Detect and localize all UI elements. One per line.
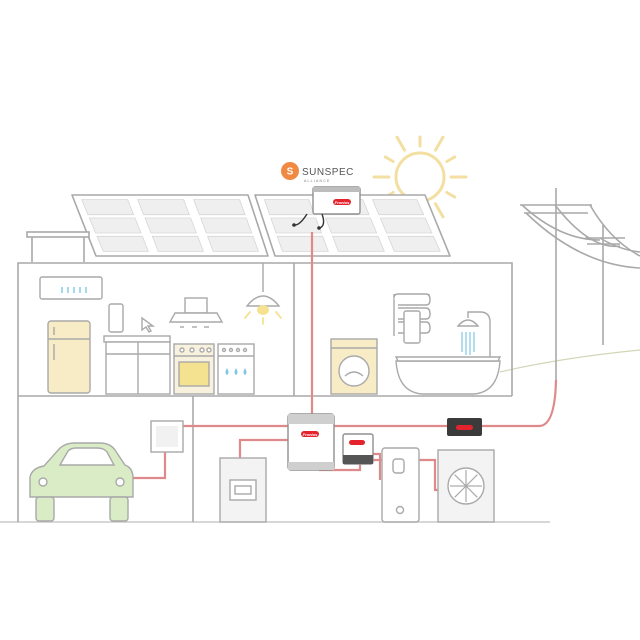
grid-meter [447, 418, 482, 436]
panel-cell [144, 217, 197, 234]
panel-cell [81, 199, 135, 216]
brand-badge [349, 440, 365, 445]
panel-cell [276, 235, 329, 252]
air-conditioner [39, 276, 103, 300]
water-heater [381, 447, 420, 523]
smart-meter [342, 433, 374, 465]
svg-text:S: S [287, 167, 294, 178]
sun-ray [445, 191, 457, 199]
sunspec-logo-tagline: ALLIANCE [304, 179, 331, 183]
panel-cell [88, 217, 142, 234]
fan-blade [454, 474, 467, 487]
sun-ray [445, 155, 457, 163]
laptop [108, 303, 156, 333]
roof-microinverter: Fronius [292, 186, 361, 230]
car-icon [29, 442, 134, 522]
panel-cell [324, 217, 378, 234]
panel-cell [371, 199, 425, 216]
panel-cell [332, 235, 385, 252]
house-outline [17, 262, 513, 522]
sun-ray [383, 155, 395, 163]
sun-ray [434, 135, 445, 152]
fan-blade [454, 485, 467, 498]
panel-cell [387, 235, 441, 252]
panel-cell [207, 235, 260, 252]
power-pole [520, 188, 640, 380]
sun-ray [395, 135, 406, 152]
bathtub [394, 356, 502, 395]
panel-cell [263, 199, 316, 216]
hill [499, 349, 640, 373]
panel-cell [137, 199, 190, 216]
panel-cell [200, 217, 253, 234]
range-hood [168, 297, 224, 328]
panel-cell [96, 235, 149, 252]
sunspec-logo-mark [281, 162, 299, 180]
svg-text:Fronius: Fronius [303, 432, 318, 437]
fridge [47, 320, 91, 394]
shower-icon [456, 311, 491, 362]
kitchen-counter [103, 335, 171, 395]
panel-cell [151, 235, 204, 252]
main-inverter: Fronius [287, 413, 335, 471]
solar-panel-array-left [71, 194, 269, 257]
oven-stove [173, 343, 215, 395]
washing-machine-icon [330, 338, 378, 395]
sunspec-logo: S SUNSPEC ALLIANCE [281, 162, 354, 183]
svg-text:Fronius: Fronius [335, 200, 350, 205]
panel-cell [193, 199, 246, 216]
fan-blade [465, 474, 478, 487]
roof-bench [26, 231, 90, 262]
panel-cell [379, 217, 433, 234]
heat-pump-fan-icon [437, 449, 495, 523]
brand-badge [456, 425, 473, 430]
brand-badge [333, 199, 351, 205]
battery-storage [219, 457, 267, 523]
ev-charger [150, 420, 184, 453]
sunspec-logo-name: SUNSPEC [302, 167, 354, 178]
fan-blade [465, 485, 478, 498]
dishwasher [217, 343, 255, 395]
sun-ray [434, 202, 445, 219]
towel-radiator [393, 293, 431, 344]
lamp-icon [244, 263, 282, 325]
brand-badge [301, 431, 319, 437]
